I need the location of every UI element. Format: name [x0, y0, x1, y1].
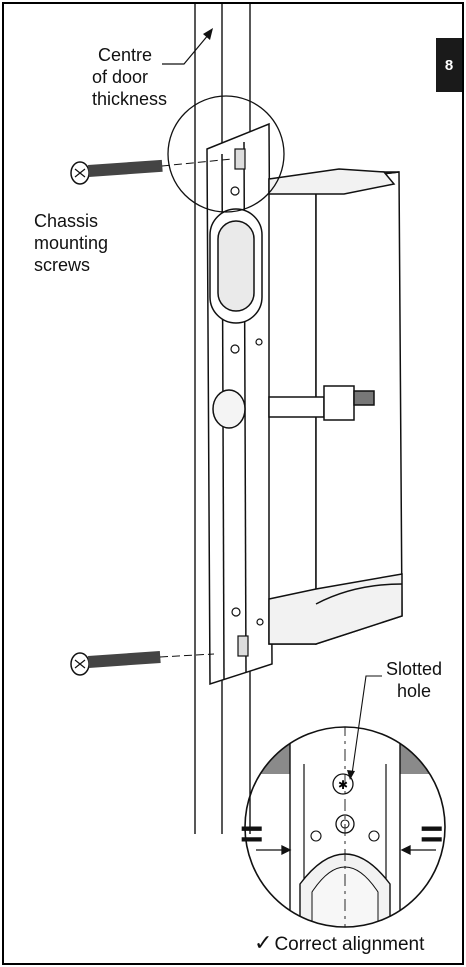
step-number-badge: 8: [436, 38, 462, 92]
centre-label-line3: thickness: [92, 89, 168, 109]
plate-holes: [230, 148, 264, 657]
bottom-screw-icon: [70, 650, 215, 676]
slotted-leader: [351, 675, 382, 775]
zoom-circle-top: [167, 95, 285, 213]
detail-circle-outline: [244, 726, 446, 928]
correct-alignment-caption: ✓Correct alignment: [254, 932, 424, 956]
screws-label-line2: mounting: [34, 233, 109, 253]
centre-of-door-label: Centre of door thickness: [92, 44, 167, 110]
slotted-label-line1: Slotted: [386, 659, 443, 679]
centre-label-line1: Centre: [98, 45, 153, 65]
correct-alignment-text: Correct alignment: [274, 934, 425, 955]
svg-text:✱: ✱: [338, 778, 348, 792]
chassis-screws-label: Chassis mounting screws: [34, 210, 108, 276]
centre-leader-arrowhead: [203, 28, 213, 40]
spindle-knob: [212, 385, 375, 429]
centre-leader: [162, 33, 210, 65]
check-icon: ✓: [254, 930, 273, 955]
centre-label-line2: of door: [92, 67, 149, 87]
screws-label-line3: screws: [34, 255, 91, 275]
equal-sign-right: =: [420, 812, 444, 856]
slotted-label-line2: hole: [397, 681, 432, 701]
latch-oval: [209, 208, 263, 324]
slotted-leader-arrowhead: [347, 770, 355, 780]
top-screw-icon: [70, 158, 233, 185]
alignment-arrows: [256, 844, 436, 856]
lock-chassis: [206, 122, 403, 686]
equal-sign-left: =: [240, 812, 264, 856]
screws-label-line1: Chassis: [34, 211, 99, 231]
slotted-hole-label: Slotted hole: [386, 658, 442, 702]
installation-diagram: ✱: [70, 4, 446, 928]
